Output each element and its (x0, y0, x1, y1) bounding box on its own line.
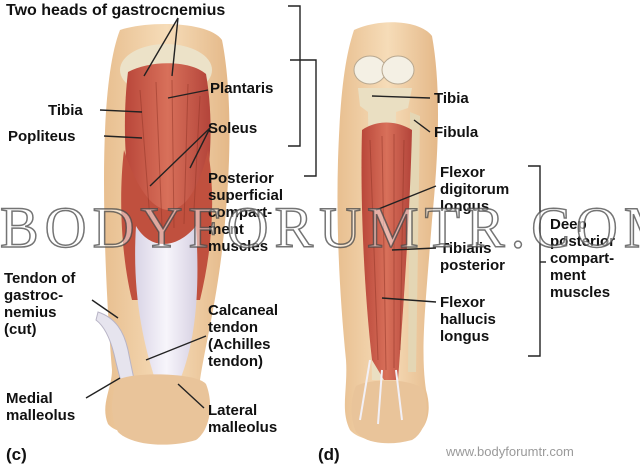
panel-letter-c: (c) (6, 445, 27, 464)
left-leader-lines (85, 5, 317, 409)
label-tibia-left: Tibia (48, 102, 83, 119)
label-plantaris: Plantaris (210, 80, 274, 97)
label-lateral-malleolus: Lateral malleolus (208, 402, 278, 436)
label-popliteus: Popliteus (8, 128, 76, 145)
left-leg (95, 24, 230, 445)
left-muscle-striations (139, 79, 201, 229)
watermark-text: BODYFORUMTR.COM (0, 195, 640, 260)
label-soleus: Soleus (208, 120, 258, 137)
label-two-heads-of-gastrocnemius: Two heads of gastrocnemius (6, 2, 226, 19)
right-tendons (359, 359, 403, 425)
right-femur-condyle-1 (353, 55, 387, 85)
left-calcaneal-tendon (135, 226, 198, 382)
right-leg (337, 22, 438, 444)
panel-letter-d: (d) (318, 445, 340, 464)
label-tibialis-posterior: Tibialis posterior (440, 240, 506, 274)
label-medial-malleolus: Medial malleolus (6, 390, 76, 424)
right-leader-lines (371, 95, 546, 357)
label-deep-posterior-compartment: Deep posterior compart- ment muscles (550, 216, 616, 301)
label-fibula: Fibula (434, 124, 479, 141)
label-calcaneal-tendon: Calcaneal tendon (Achilles tendon) (208, 302, 279, 370)
watermark-url: www.bodyforumtr.com (446, 444, 574, 459)
label-flexor-hallucis-longus: Flexor hallucis longus (440, 294, 496, 345)
right-muscle-striations (369, 134, 405, 371)
right-femur-condyle-2 (381, 55, 415, 85)
right-fibula-bone (408, 112, 420, 372)
label-tibia-right: Tibia (434, 90, 469, 107)
left-heel (112, 374, 211, 445)
right-heel (351, 380, 427, 444)
right-deep-muscles (361, 122, 412, 380)
label-posterior-superficial-compartment: Posterior superficial compart- ment musc… (208, 170, 284, 255)
label-tendon-of-gastrocnemius: Tendon of gastroc- nemius (cut) (4, 270, 76, 338)
label-flexor-digitorum-longus: Flexor digitorum longus (440, 164, 510, 215)
